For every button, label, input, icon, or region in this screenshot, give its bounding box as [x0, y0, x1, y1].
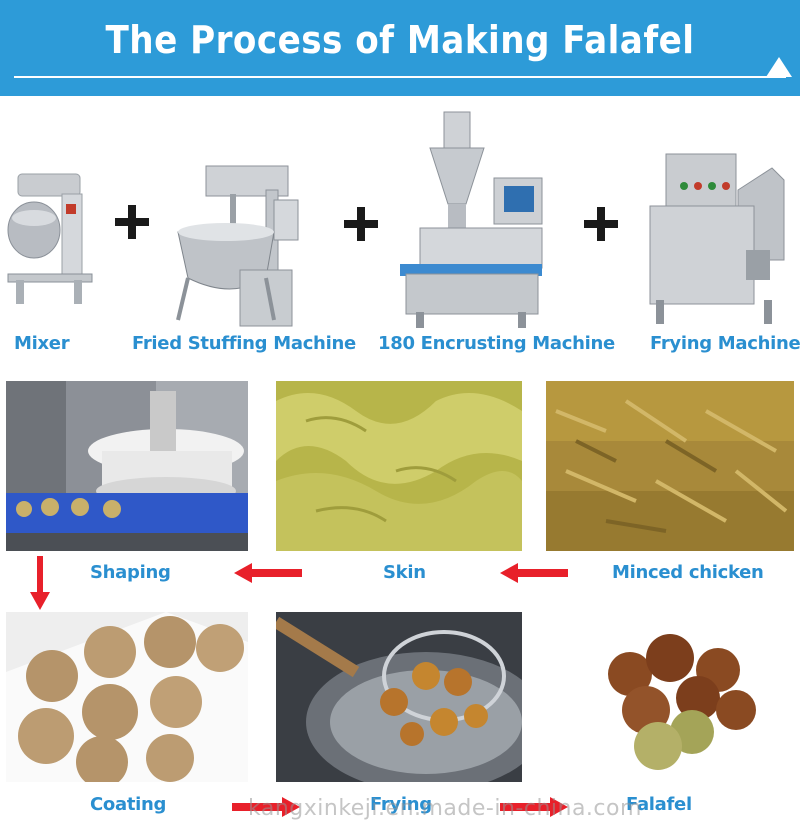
encrusting-machine-image: [396, 108, 548, 330]
frying-label: Frying: [370, 794, 432, 815]
page-title: The Process of Making Falafel: [105, 18, 695, 62]
fried-stuffing-machine-image: [170, 160, 306, 330]
minced-chicken-label: Minced chicken: [612, 562, 764, 583]
plus-icon: [344, 207, 378, 241]
banner-triangle-icon: [766, 57, 792, 77]
fried-stuffing-machine-label: Fried Stuffing Machine: [132, 333, 356, 354]
shaping-photo: [6, 381, 248, 551]
skin-photo: [276, 381, 522, 551]
skin-label: Skin: [383, 562, 426, 583]
coating-label: Coating: [90, 794, 167, 815]
arrow-down-icon: [30, 556, 50, 610]
frying-machine-label: Frying Machine: [650, 333, 800, 354]
plus-icon: [115, 205, 149, 239]
shaping-label: Shaping: [90, 562, 171, 583]
frying-machine-image: [646, 150, 788, 330]
coating-photo: [6, 612, 248, 782]
encrusting-machine-label: 180 Encrusting Machine: [378, 333, 615, 354]
banner-divider: [14, 76, 786, 78]
mixer-label: Mixer: [14, 333, 70, 354]
watermark-text: kangxinkeji.en.made-in-china.com: [248, 796, 642, 821]
arrow-right-icon: [232, 797, 300, 817]
falafel-photo: [600, 628, 760, 774]
plus-icon: [584, 207, 618, 241]
arrow-right-icon: [500, 797, 568, 817]
mixer-machine-image: [4, 168, 96, 308]
arrow-left-icon: [500, 563, 568, 583]
frying-photo: [276, 612, 522, 782]
falafel-label: Falafel: [626, 794, 692, 815]
minced-chicken-photo: [546, 381, 794, 551]
arrow-left-icon: [234, 563, 302, 583]
title-banner: The Process of Making Falafel: [0, 0, 800, 96]
